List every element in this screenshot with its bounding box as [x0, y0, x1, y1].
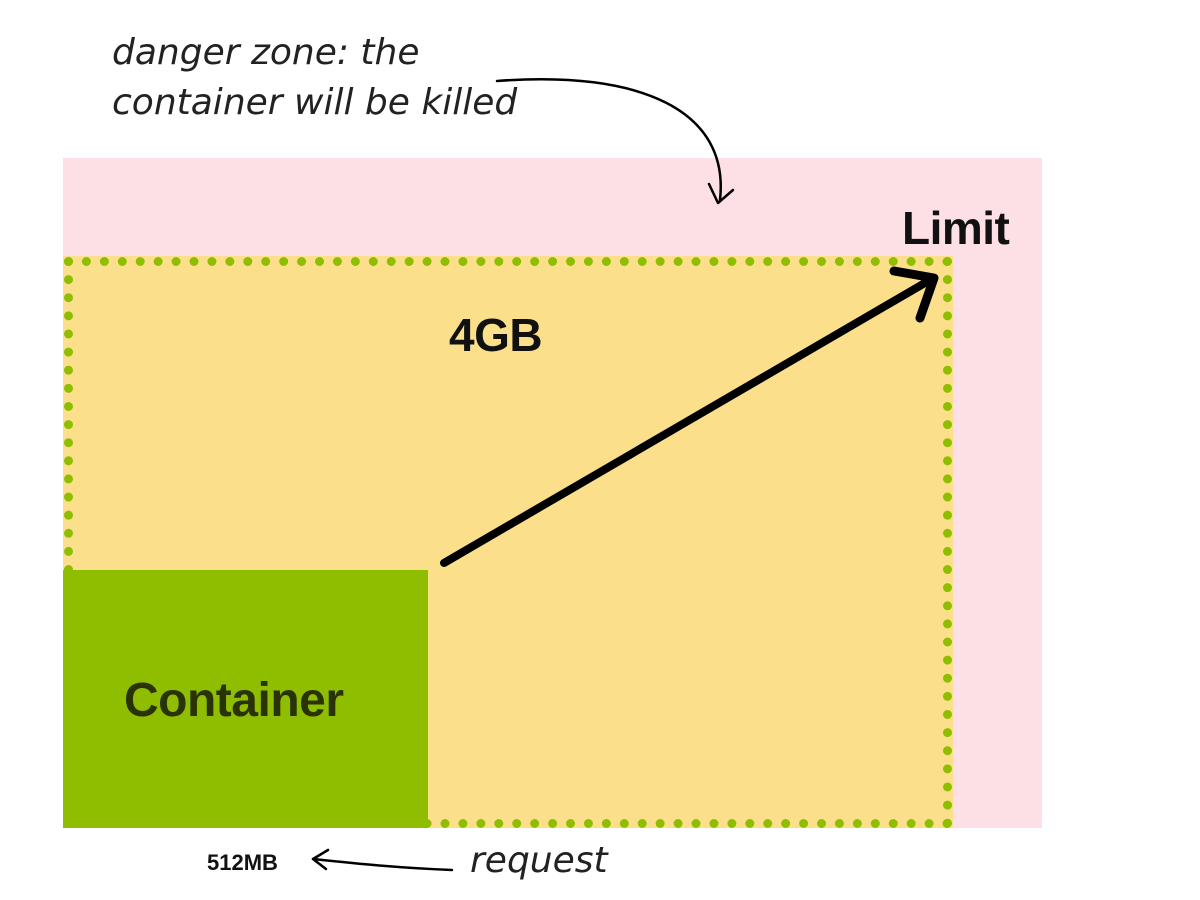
- danger-zone-annotation: danger zone: the container will be kille…: [112, 28, 517, 128]
- request-arrow-line: [311, 857, 454, 872]
- request-arrow-head: [311, 848, 330, 871]
- danger-annotation-line-1: danger zone: the: [112, 32, 420, 73]
- request-annotation: request: [470, 840, 608, 881]
- container-block: [63, 570, 428, 828]
- request-annotation-arrow: [311, 848, 454, 872]
- container-label: Container: [124, 674, 344, 727]
- request-size-label: 512MB: [207, 850, 278, 875]
- limit-boundary: [64, 257, 952, 828]
- limit-label: Limit: [902, 202, 1010, 254]
- danger-annotation-line-2: container will be killed: [112, 82, 518, 123]
- limit-size-label: 4GB: [449, 309, 543, 361]
